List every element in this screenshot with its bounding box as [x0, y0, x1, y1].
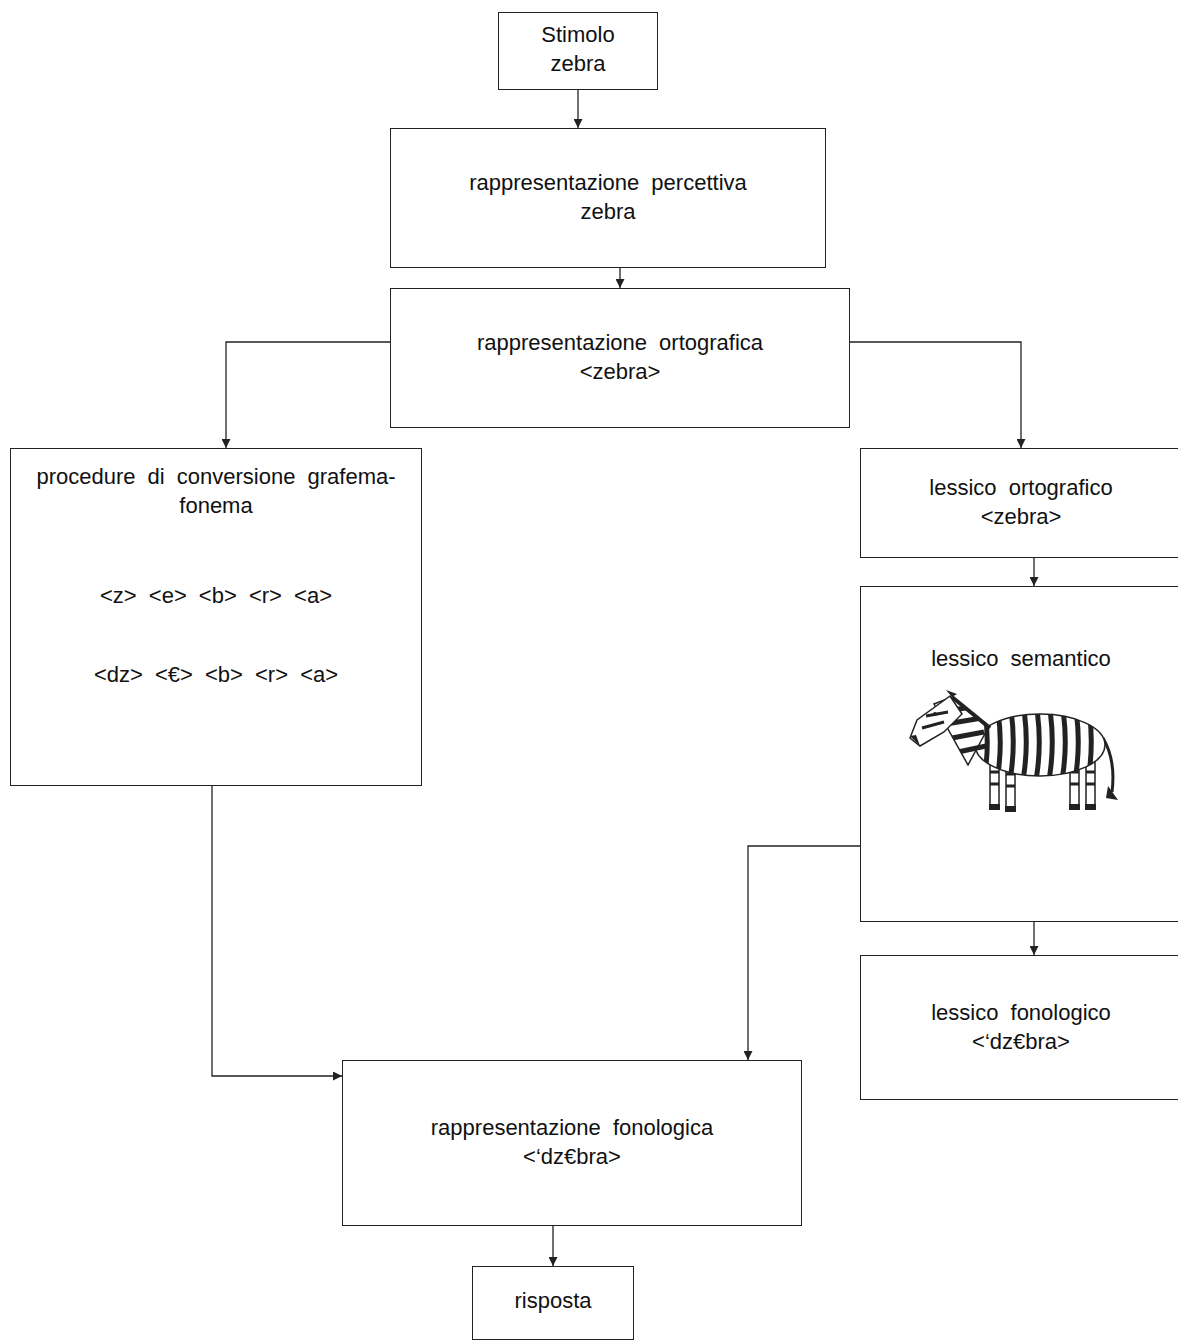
zebra-figure — [910, 690, 1118, 812]
arrow-connector — [748, 846, 860, 1060]
node-text: <zebra> — [981, 503, 1062, 532]
arrow-connector — [552, 1226, 553, 1266]
node-text: procedure di conversione grafema-fonema — [23, 463, 409, 520]
node-text: rappresentazione percettiva — [469, 169, 747, 198]
node-text: <zebra> — [580, 358, 661, 387]
arrow-connector — [212, 786, 342, 1076]
node-text: <‘dz€bra> — [972, 1028, 1070, 1057]
arrow-connector — [1033, 558, 1034, 586]
node-text: zebra — [550, 50, 605, 79]
node-text: lessico semantico — [931, 645, 1111, 674]
process-box: lessico semantico — [860, 586, 1178, 922]
node-text: lessico ortografico — [929, 474, 1112, 503]
node-text: risposta — [514, 1287, 591, 1316]
process-box: rappresentazione percettivazebra — [390, 128, 826, 268]
process-box: rappresentazione ortografica<zebra> — [390, 288, 850, 428]
process-box: risposta — [472, 1266, 634, 1340]
node-text: Stimolo — [541, 21, 614, 50]
process-box: lessico ortografico<zebra> — [860, 448, 1178, 558]
process-box: rappresentazione fonologica<‘dz€bra> — [342, 1060, 802, 1226]
arrow-connector — [577, 90, 578, 128]
node-text: rappresentazione ortografica — [477, 329, 763, 358]
node-text: lessico fonologico — [931, 999, 1111, 1028]
node-text: zebra — [580, 198, 635, 227]
process-box: Stimolozebra — [498, 12, 658, 90]
arrow-connector — [619, 268, 620, 288]
arrow-connector — [850, 342, 1021, 448]
arrow-connector — [226, 342, 390, 448]
process-box: procedure di conversione grafema-fonema <… — [10, 448, 422, 786]
arrow-connector — [1033, 922, 1034, 955]
node-text: <‘dz€bra> — [523, 1143, 621, 1172]
node-text: <dz> <€> <b> <r> <a> — [94, 661, 338, 690]
node-text: <z> <e> <b> <r> <a> — [100, 582, 332, 611]
process-box: lessico fonologico<‘dz€bra> — [860, 955, 1178, 1100]
node-text: rappresentazione fonologica — [431, 1114, 713, 1143]
